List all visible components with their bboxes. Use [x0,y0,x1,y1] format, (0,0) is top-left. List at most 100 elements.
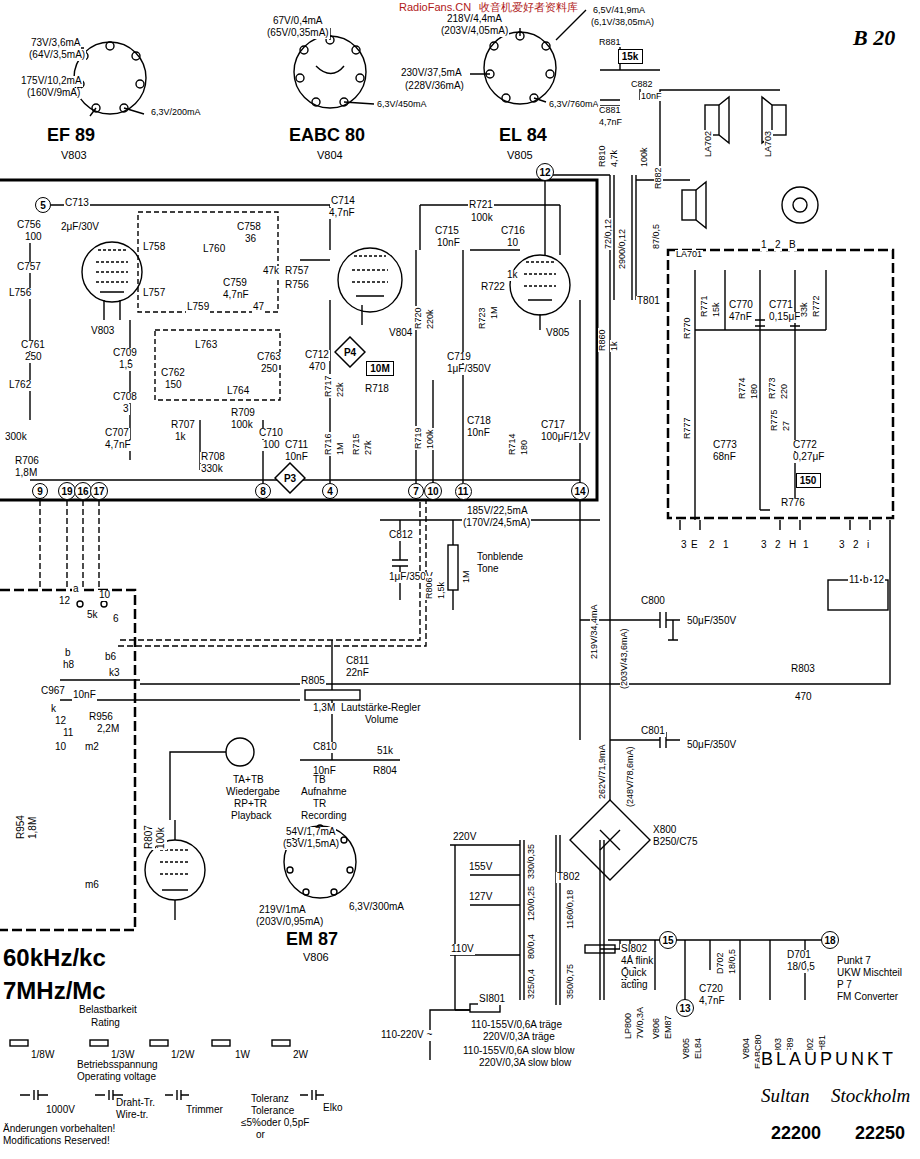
component-label: 4,7nF [698,996,726,1007]
component-label: R956 [88,712,114,723]
node-text: 11 [458,486,469,497]
component-label: 2 [774,240,782,251]
component-label: 300k [4,432,28,443]
component-label: 3 [838,540,846,551]
component-label: 10nF [436,238,461,249]
component-label: 218V/4,4mA [446,14,503,25]
component-label: Recording [300,811,348,822]
component-label: C762 [160,368,186,379]
component-label: 1,8M [14,468,38,479]
component-label: 100k [156,826,167,850]
node-text: 5 [40,200,46,211]
component-label: LA703 [764,130,773,158]
component-label: 15k [712,301,721,318]
component-label: (64V/3,5mA) [28,50,86,61]
component-label: 10nF [284,452,309,463]
component-label: 175V/10,2mA [20,76,83,87]
component-label: 1000V [45,1105,76,1116]
component-label: 325/0,4 [527,968,536,1000]
component-label: C714 [330,196,356,207]
component-label: R714 [508,432,517,456]
component-label: 22200 [770,1124,822,1143]
component-label: TA+TB [232,775,265,786]
component-label: 2W [292,1050,309,1061]
component-label: V805 [545,328,570,339]
component-label: 1M [336,441,345,456]
component-label: 10 [98,590,111,601]
terminal-circle: 11 [455,483,472,500]
component-label: R804 [372,766,398,777]
component-label: 180 [750,383,759,400]
component-label: 10nF [640,92,663,101]
component-label: R707 [170,420,196,431]
component-label: R771 [700,294,709,318]
component-label: 4,7nF [598,118,623,127]
component-label: ≤5%oder 0,5pF [240,1118,310,1129]
component-label: b [862,575,870,586]
test-point-diamond: P4 [334,336,366,368]
component-label: 1μF/350V [446,364,492,375]
component-label: 10 [506,238,519,249]
terminal-circle: 4 [322,483,338,499]
component-label: (203V/43,6mA) [620,627,629,690]
component-label: 0,15μF [768,312,801,323]
component-label: 60kHz/kc [2,945,107,970]
component-label: H [788,540,797,551]
component-label: Sultan [760,1086,811,1106]
component-label: 87/0,5 [652,223,661,250]
component-label: Stockholm [830,1086,911,1106]
component-label: 67V/0,4mA [272,16,323,27]
component-label: B 20 [852,26,896,49]
component-label: 50μF/350V [686,740,737,751]
component-label: 262V/71,9mA [598,743,607,800]
component-label: 220V [452,832,477,843]
component-label: TB [312,775,327,786]
component-label: 51k [376,746,394,757]
component-label: T801 [636,296,661,307]
component-label: EL 84 [498,126,548,145]
component-label: TR [312,799,327,810]
component-label: R806 [425,576,434,600]
component-label: C771 [768,300,794,311]
component-label: m2 [84,742,100,753]
component-label: Tolerance [250,1106,295,1117]
component-label: L759 [186,302,210,313]
component-label: 22250 [854,1124,906,1143]
component-label: 6,3V/300mA [348,902,405,913]
component-label: Wiedergabe [225,787,281,798]
component-label: 220k [426,308,435,330]
component-label: 350/0,75 [566,963,575,1000]
component-label: (203V/4,05mA) [440,26,509,37]
component-label: L756 [8,288,32,299]
terminal-circle: 13 [676,999,694,1017]
component-label: 2μF/30V [60,222,100,233]
component-label: C713 [64,198,90,209]
node-text: 17 [93,486,104,497]
component-label: or [255,1130,266,1141]
component-label: (160V/9mA) [26,88,81,99]
component-label: 1k [174,432,187,443]
component-label: R723 [478,306,487,330]
component-label: 47 [252,302,265,313]
component-label: 1,3M [312,703,336,714]
component-label: 7MHz/Mc [2,978,107,1003]
terminal-circle: 7 [408,483,424,499]
component-label: a [72,584,80,595]
component-label: C770 [728,300,754,311]
component-label: C717 [540,420,566,431]
component-label: RadioFans.CN [398,2,472,14]
value-box: 150 [796,473,821,488]
component-label: B [788,240,797,251]
component-label: C707 [104,428,130,439]
component-label: C710 [258,428,284,439]
component-label: C763 [256,352,282,363]
component-label: 80/0,4 [527,933,536,960]
component-label: 5k [86,610,99,621]
component-label: SI802 [620,944,648,955]
component-label: C718 [466,416,492,427]
component-label: 3 [760,540,768,551]
terminal-circle: 9 [32,483,48,499]
component-label: R860 [598,328,607,352]
terminal-circle: 10 [424,482,442,500]
